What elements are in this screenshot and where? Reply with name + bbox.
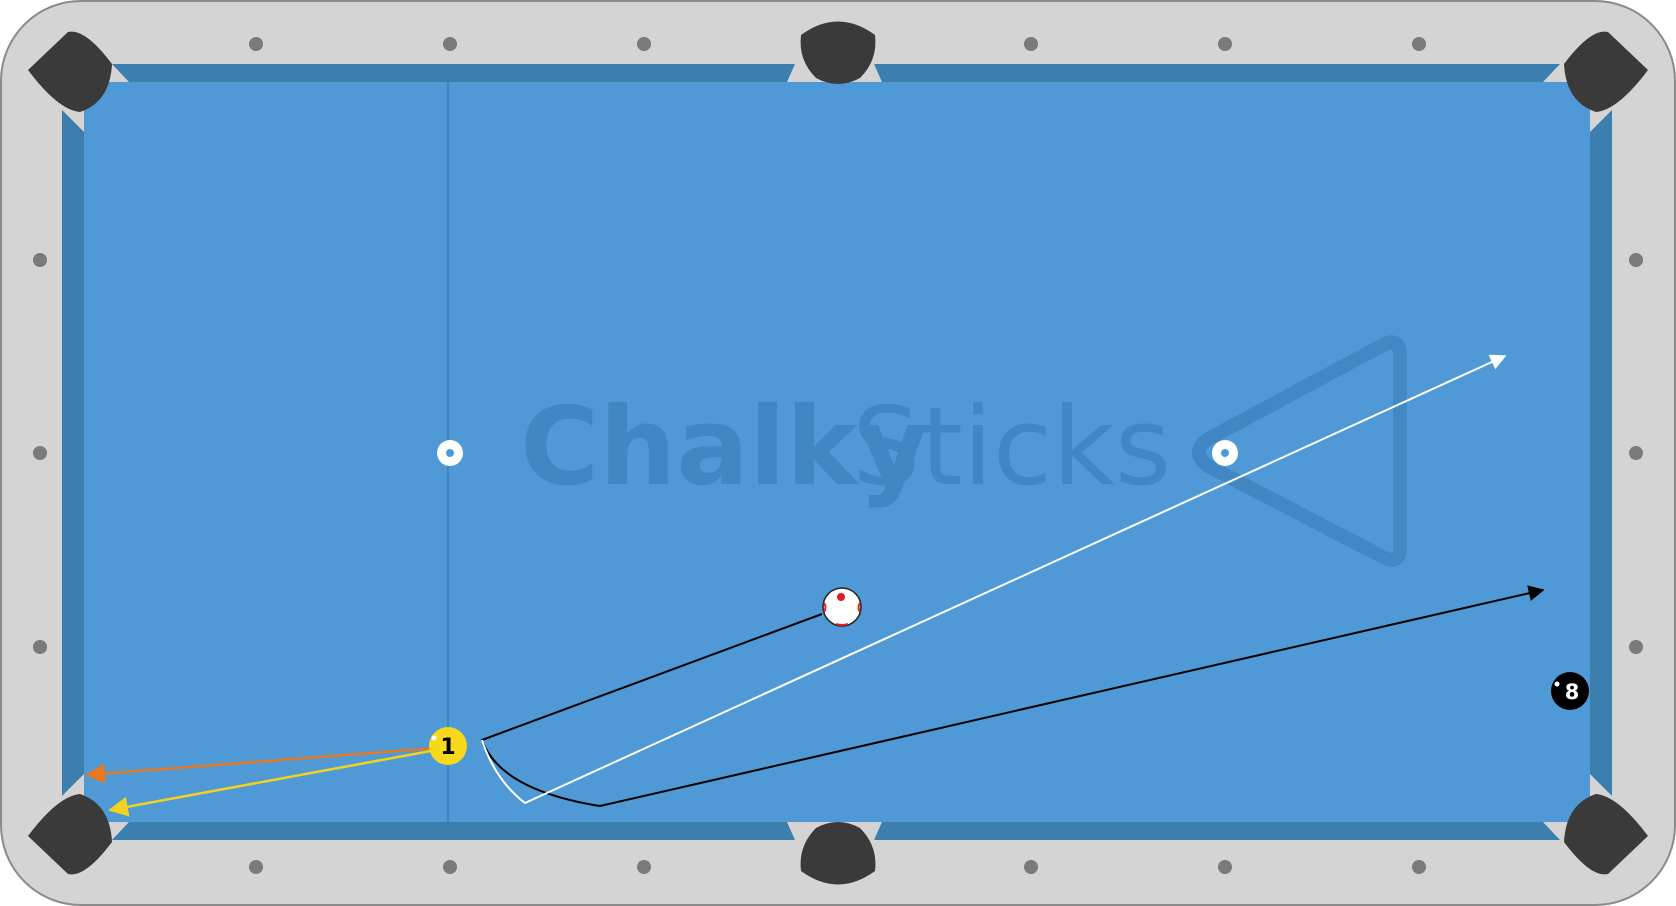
pocket-top-left	[28, 31, 112, 113]
object-ball-path-yellow	[108, 748, 437, 817]
diamond	[443, 37, 457, 51]
cushion-bottom-right	[874, 822, 1560, 840]
cue-ball[interactable]	[822, 587, 862, 627]
pocket-bottom-middle	[800, 822, 876, 885]
diamond	[1024, 37, 1038, 51]
diamond	[1412, 37, 1426, 51]
ball-8[interactable]: 8	[1551, 672, 1589, 710]
triangle-rack-icon	[1192, 335, 1407, 567]
diamond	[1412, 860, 1426, 874]
diamond	[637, 860, 651, 874]
diamond	[1629, 253, 1643, 267]
cushion-top-right	[874, 64, 1560, 82]
ball-1[interactable]: 1	[429, 727, 467, 765]
diamond	[637, 37, 651, 51]
foot-spot	[1212, 440, 1238, 466]
watermark-word-1: Chalky	[520, 385, 928, 510]
diamond	[33, 640, 47, 654]
watermark-word-2: Sticks	[852, 385, 1171, 510]
object-ball-path-orange	[85, 746, 437, 784]
pocket-top-middle	[800, 21, 876, 84]
pocket-bottom-right	[1564, 794, 1648, 875]
diamond	[1629, 446, 1643, 460]
pockets	[28, 21, 1648, 885]
shot-paths	[85, 354, 1545, 817]
diamond	[1629, 640, 1643, 654]
diamonds	[33, 37, 1643, 874]
diamond	[1024, 860, 1038, 874]
watermark: Chalky Sticks	[520, 335, 1407, 567]
diamond	[443, 860, 457, 874]
pocket-bottom-left	[28, 794, 112, 875]
cue-ball-path-white	[481, 354, 1507, 805]
cushion-bottom-left	[112, 822, 795, 840]
diamond	[249, 37, 263, 51]
ball-1-number: 1	[440, 735, 455, 760]
head-spot	[437, 440, 463, 466]
cushion-left	[62, 110, 84, 796]
cushion-right	[1590, 110, 1612, 796]
diamond	[33, 253, 47, 267]
ball-8-number: 8	[1565, 680, 1580, 704]
cue-ball-aim-dot	[837, 593, 845, 601]
diamond	[33, 446, 47, 460]
diamond	[249, 860, 263, 874]
cushion-top-left	[112, 64, 795, 82]
diamond	[1218, 37, 1232, 51]
table-cloth	[84, 82, 1590, 822]
pocket-top-right	[1564, 31, 1648, 113]
diamond	[1218, 860, 1232, 874]
